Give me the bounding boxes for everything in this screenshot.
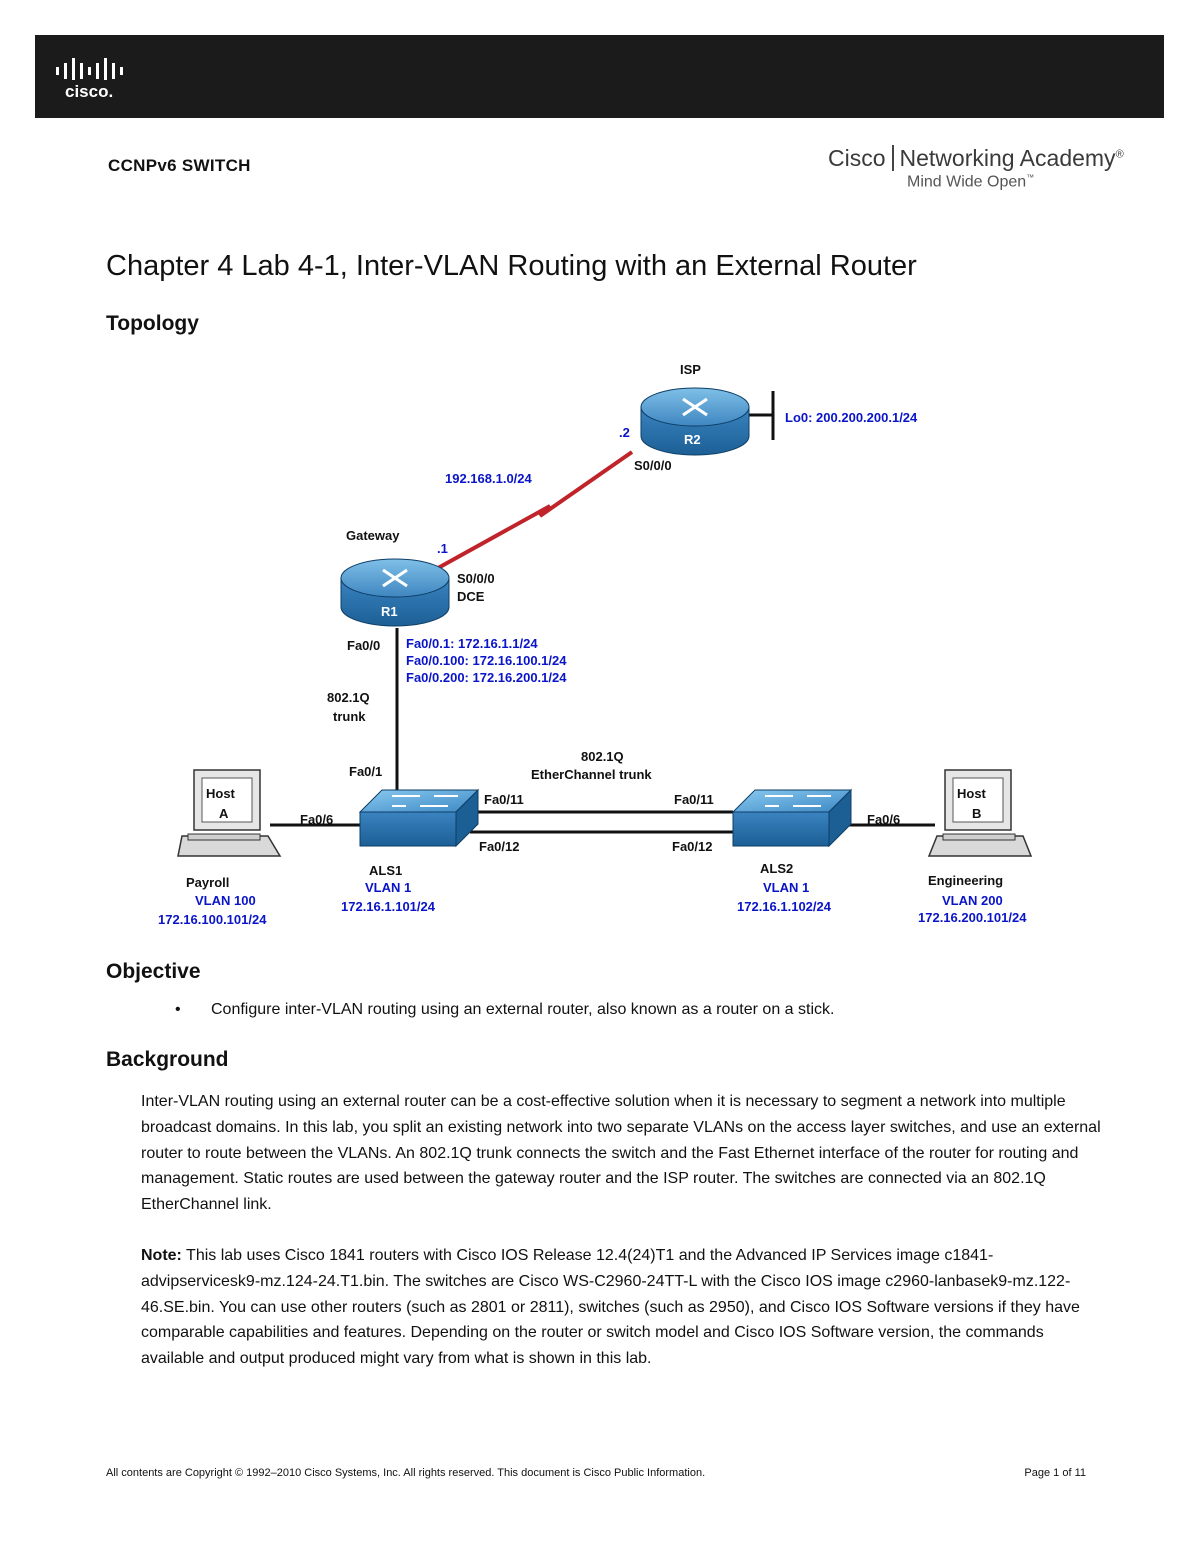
host-a-vlan: VLAN 100 [195, 893, 256, 908]
svg-text:cisco.: cisco. [65, 82, 113, 101]
als2-name: ALS2 [760, 861, 793, 876]
brand-cisco: Cisco [828, 145, 886, 171]
topology-heading: Topology [106, 312, 199, 335]
background-paragraph: Inter-VLAN routing using an external rou… [141, 1093, 1101, 1214]
background-heading: Background [106, 1048, 229, 1071]
host-b-vlan: VLAN 200 [942, 893, 1003, 908]
etherchannel-label-line1: 802.1Q [581, 749, 624, 764]
page-footer: All contents are Copyright © 1992–2010 C… [106, 1467, 1086, 1479]
serial-link [419, 450, 634, 580]
brand-tagline: Mind Wide Open [907, 173, 1027, 191]
als1-fa06-label: Fa0/6 [300, 812, 333, 827]
als1-vlan: VLAN 1 [365, 880, 411, 895]
note-text: This lab uses Cisco 1841 routers with Ci… [141, 1247, 1080, 1368]
copyright-text: All contents are Copyright © 1992–2010 C… [106, 1467, 706, 1479]
r1-name: R1 [381, 604, 398, 619]
host-a-ip: 172.16.100.101/24 [158, 912, 267, 927]
router-r2-icon [640, 387, 750, 456]
host-a-label-line2: A [219, 806, 229, 821]
als2-ip: 172.16.1.102/24 [737, 899, 832, 914]
host-b-label-line2: B [972, 806, 981, 821]
r1-fa-label: Fa0/0 [347, 638, 380, 653]
r2-name: R2 [684, 432, 701, 447]
host-a-dept: Payroll [186, 875, 229, 890]
r2-serial-label: S0/0/0 [634, 458, 672, 473]
als2-fa06-label: Fa0/6 [867, 812, 900, 827]
als1-fa01-label: Fa0/1 [349, 764, 382, 779]
gateway-label: Gateway [346, 528, 400, 543]
course-label: CCNPv6 SWITCH [108, 156, 251, 175]
trunk-label-line1: 802.1Q [327, 690, 370, 705]
page-number: Page 1 of 11 [1024, 1467, 1086, 1479]
r1-serial-label: S0/0/0 [457, 571, 495, 586]
subinterface-200: Fa0/0.200: 172.16.200.1/24 [406, 670, 567, 685]
wan-network-label: 192.168.1.0/24 [445, 471, 533, 486]
objective-item-text: Configure inter-VLAN routing using an ex… [211, 1001, 835, 1018]
als2-vlan: VLAN 1 [763, 880, 809, 895]
r1-dot: .1 [437, 541, 448, 556]
trunk-label-line2: trunk [333, 709, 366, 724]
subinterface-100: Fa0/0.100: 172.16.100.1/24 [406, 653, 567, 668]
document-title: Chapter 4 Lab 4-1, Inter-VLAN Routing wi… [106, 250, 917, 282]
als1-fa011-label: Fa0/11 [484, 792, 524, 807]
objective-item: • Configure inter-VLAN routing using an e… [175, 1001, 834, 1019]
host-a-icon [177, 769, 282, 857]
r1-dce-label: DCE [457, 589, 485, 604]
brand-academy: Networking Academy [899, 145, 1116, 171]
bullet-icon: • [175, 1001, 181, 1018]
host-b-dept: Engineering [928, 873, 1003, 888]
als1-fa012-label: Fa0/12 [479, 839, 519, 854]
host-b-ip: 172.16.200.101/24 [918, 910, 1027, 925]
lo0-label: Lo0: 200.200.200.1/24 [785, 410, 918, 425]
host-b-label-line1: Host [957, 786, 987, 801]
topology-diagram: ISP R2 .2 Lo0: 200.200.200.1/24 S0/0/0 1… [158, 362, 1033, 927]
brand-registered-mark: ® [1115, 148, 1124, 161]
networking-academy-logo: Cisco Networking Academy® Mind Wide Open™ [828, 145, 1158, 195]
objective-list: • Configure inter-VLAN routing using an e… [175, 1001, 834, 1019]
header-bar [35, 35, 1164, 118]
als2-fa012-label: Fa0/12 [672, 839, 712, 854]
cisco-logo: cisco. [56, 58, 123, 101]
note-label: Note: [141, 1247, 182, 1264]
switch-als2-icon [731, 788, 853, 848]
etherchannel-label-line2: EtherChannel trunk [531, 767, 652, 782]
als1-ip: 172.16.1.101/24 [341, 899, 436, 914]
switch-als1-icon [358, 788, 480, 848]
r2-dot: .2 [619, 425, 630, 440]
note-paragraph: Note: This lab uses Cisco 1841 routers w… [141, 1243, 1101, 1372]
objective-heading: Objective [106, 960, 201, 983]
router-r1-icon [340, 558, 450, 627]
als2-fa011-label: Fa0/11 [674, 792, 714, 807]
brand-tagline-mark: ™ [1026, 173, 1035, 182]
isp-label: ISP [680, 362, 701, 377]
host-b-icon [927, 769, 1033, 857]
als1-name: ALS1 [369, 863, 402, 878]
host-a-label-line1: Host [206, 786, 236, 801]
subinterface-1: Fa0/0.1: 172.16.1.1/24 [406, 636, 538, 651]
